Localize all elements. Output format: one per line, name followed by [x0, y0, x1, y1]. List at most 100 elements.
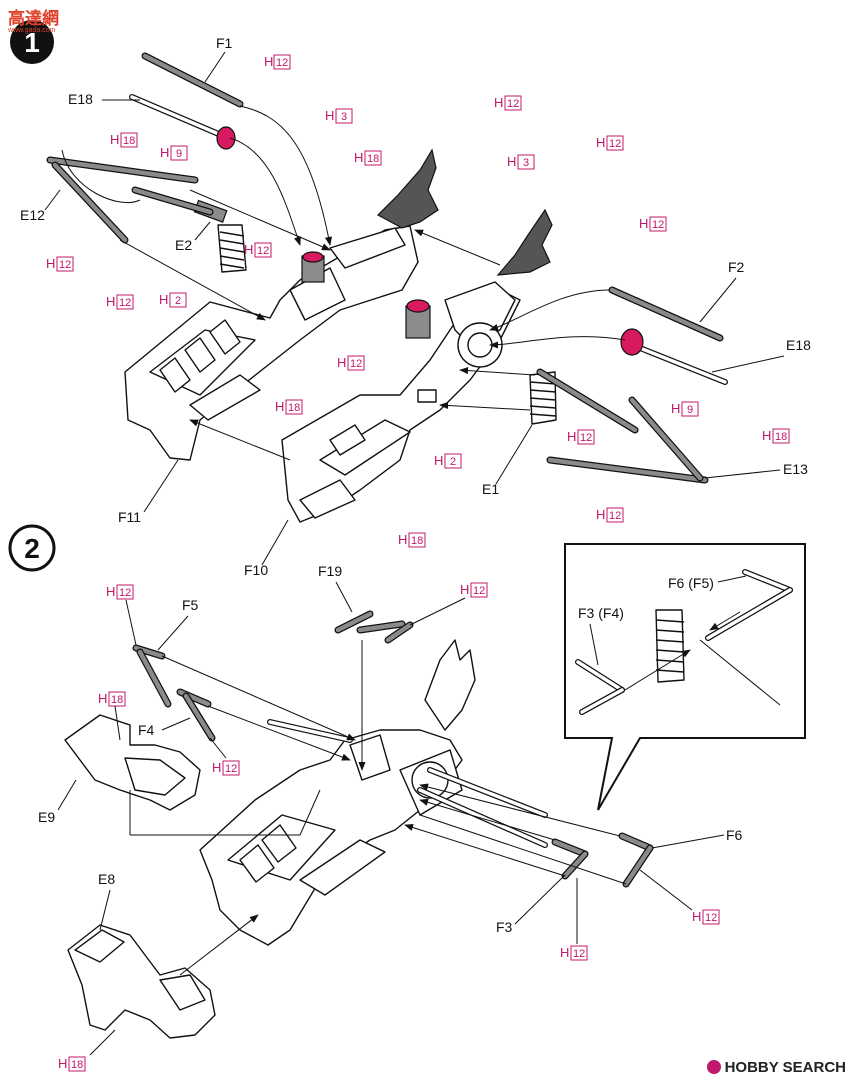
assembly-arrows-step2 [129, 640, 627, 976]
label-f1: F1 [216, 35, 233, 51]
label-e12: E12 [20, 207, 45, 223]
inset-rod-f6 [705, 569, 793, 641]
label-f3-f4: F3 (F4) [578, 605, 624, 621]
svg-text:18: 18 [775, 431, 787, 443]
watermark-chars: 高達網 [8, 9, 59, 29]
wishbone-e13 [536, 368, 709, 484]
label-f11: F11 [118, 509, 141, 525]
h-badge: H 18 [98, 691, 126, 707]
svg-text:2: 2 [24, 533, 40, 564]
watermark-domain: www.gada.com [8, 27, 56, 34]
label-f3: F3 [496, 919, 513, 935]
rod-f19 [334, 610, 414, 644]
h-badge: H 12 [560, 945, 588, 961]
part-e8 [67, 924, 216, 1039]
detail-inset: F6 (F5) F3 (F4) [564, 543, 806, 811]
watermark-logo-top: 高達網 www.gada.com [8, 4, 78, 38]
step-1: 1 [10, 20, 811, 578]
label-e1: E1 [482, 481, 499, 497]
label-f6-f5: F6 (F5) [668, 575, 714, 591]
svg-text:9: 9 [687, 404, 693, 416]
svg-text:H: H [639, 216, 648, 231]
svg-text:H: H [460, 582, 469, 597]
label-e2: E2 [175, 237, 192, 253]
rod-e18-top [129, 94, 236, 150]
svg-text:H: H [46, 256, 55, 271]
leader-lines-step1 [44, 51, 785, 566]
label-e18-right: E18 [786, 337, 811, 353]
hobby-search-icon [706, 1060, 721, 1074]
rod-f2 [608, 286, 724, 342]
svg-text:18: 18 [123, 135, 135, 147]
svg-text:12: 12 [573, 948, 585, 960]
svg-text:H: H [560, 945, 569, 960]
svg-text:H: H [244, 242, 253, 257]
red-collar-h3 [301, 251, 325, 283]
h-badge: H 18 [110, 132, 138, 148]
svg-text:H: H [325, 108, 334, 123]
part-e9 [64, 714, 201, 811]
svg-text:H: H [160, 145, 169, 160]
svg-text:H: H [434, 453, 443, 468]
svg-text:H: H [596, 507, 605, 522]
svg-text:12: 12 [119, 587, 131, 599]
chassis-f11 [124, 225, 419, 461]
rod-f5 [132, 644, 172, 708]
label-f10: F10 [244, 562, 268, 578]
rod-f6 [618, 832, 654, 888]
svg-text:12: 12 [705, 912, 717, 924]
svg-text:18: 18 [367, 153, 379, 165]
svg-text:H: H [337, 355, 346, 370]
svg-text:H: H [354, 150, 363, 165]
label-e9: E9 [38, 809, 55, 825]
rod-f3 [551, 838, 589, 880]
label-f6: F6 [726, 827, 743, 843]
svg-text:12: 12 [257, 245, 269, 257]
svg-text:12: 12 [59, 259, 71, 271]
leader-lines-step2 [57, 581, 725, 931]
label-e13: E13 [783, 461, 808, 477]
step-2-badge: 2 [8, 524, 56, 572]
svg-text:H: H [212, 760, 221, 775]
svg-text:18: 18 [111, 694, 123, 706]
rod-e18-right [620, 328, 728, 385]
watermark-text: HOBBY SEARCH [724, 1058, 846, 1076]
inset-rod-f3 [575, 659, 625, 715]
svg-text:H: H [398, 532, 407, 547]
svg-text:H: H [98, 691, 107, 706]
label-f2: F2 [728, 259, 745, 275]
label-f4: F4 [138, 722, 155, 738]
svg-text:2: 2 [175, 295, 181, 307]
svg-text:H: H [110, 132, 119, 147]
svg-text:18: 18 [411, 535, 423, 547]
svg-text:H: H [671, 401, 680, 416]
svg-text:H: H [159, 292, 168, 307]
h-badge: H 18 [354, 150, 382, 166]
rod-f1 [141, 52, 244, 108]
svg-text:12: 12 [350, 358, 362, 370]
rod-f4 [176, 688, 216, 742]
svg-text:H: H [567, 429, 576, 444]
svg-text:18: 18 [288, 402, 300, 414]
step-1-badge: 1 [10, 20, 54, 64]
h-badge: H 12 [244, 242, 272, 258]
